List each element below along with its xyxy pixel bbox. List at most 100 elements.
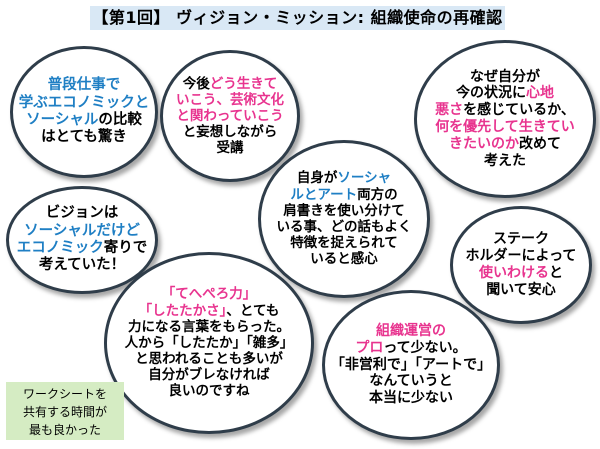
bubble-segment: 本当に少ない — [368, 390, 453, 407]
bubble-segment: 学ぶエコノミックと — [18, 94, 150, 111]
bubble-segment: 組織運営の — [375, 323, 446, 339]
bubble-segment: 肩書きを使い分けて — [283, 202, 405, 219]
bubble-segment: 「したたかさ」 — [138, 302, 227, 319]
comment-bubble-economic-social: 普段仕事で学ぶエコノミックとソーシャルの比較はとても驚き — [10, 46, 158, 178]
comment-bubble-dual-titles: 自身がソーシャルとアート両方の肩書きを使い分けている事、どの話もよく特徴を捉えら… — [258, 140, 430, 298]
bubble-segment: 考えていた！ — [38, 257, 126, 274]
bubble-segment: と思われることも多いが — [135, 351, 283, 368]
bubble-segment: 「てへぺろ力」 — [161, 286, 257, 303]
bubble-line: 悪さを感じているか、 — [435, 102, 575, 119]
bubble-line: はとても驚き — [19, 129, 150, 146]
bubble-line: 今の状況に心地 — [435, 85, 575, 102]
bubble-segment: いると感心 — [310, 251, 378, 268]
bubble-segment: 「非営利で」「アートで」 — [330, 356, 492, 373]
bubble-segment: ホルダーによって — [465, 248, 577, 265]
bubble-text: なぜ自分が今の状況に心地悪さを感じているか、何を優先して生きていきたいのか改めて… — [435, 69, 575, 170]
bubble-segment: 自身が — [296, 170, 338, 187]
bubble-line: 考えた — [435, 153, 575, 170]
bubble-line: いると感心 — [277, 251, 412, 267]
bubble-text: 「てへぺろ力」「したたかさ」、とても力になる言葉をもらった。人から「したたか」「… — [125, 286, 294, 399]
bubble-segment: を感じているか、 — [463, 102, 575, 119]
bubble-segment: 両方の — [357, 186, 398, 203]
bubble-segment: いこう、芸術文化 — [176, 91, 284, 108]
bubble-line: ホルダーによって — [466, 248, 577, 265]
bubble-segment: 力になる言葉をもらった。 — [128, 318, 290, 335]
bubble-line: と関わっていこう — [176, 108, 284, 124]
bubble-line: 人から「したたか」「雑多」 — [125, 335, 294, 351]
bubble-line: 「てへぺろ力」 — [125, 286, 294, 302]
bubble-segment: と関わっていこう — [176, 107, 284, 124]
bubble-line: いこう、芸術文化 — [176, 92, 284, 108]
comment-bubble-how-to-live: 今後どう生きていこう、芸術文化と関わっていこうと妄想しながら受講 — [160, 50, 300, 182]
bubble-line: いる事、どの話もよく — [277, 219, 412, 235]
bubble-segment: と — [548, 265, 563, 281]
bubble-line: 今後どう生きて — [176, 76, 284, 92]
worksheet-note: ワークシートを 共有する時間が 最も良かった — [6, 382, 124, 440]
bubble-line: ソーシャルだけど — [17, 223, 148, 240]
bubble-line: 使いわけると — [466, 265, 577, 282]
bubble-segment: ソーシャ — [337, 170, 392, 187]
bubble-line: 力になる言葉をもらった。 — [125, 319, 294, 335]
bubble-text: 普段仕事で学ぶエコノミックとソーシャルの比較はとても驚き — [19, 77, 150, 147]
bubble-segment: 特徴を捉えられて — [290, 235, 398, 252]
bubble-line: ルとアート両方の — [277, 187, 412, 203]
page-title: 【第1回】 ヴィジョン・ミッション: 組織使命の再確認 — [90, 6, 505, 30]
bubble-segment: 今後 — [182, 75, 210, 92]
bubble-line: 肩書きを使い分けて — [277, 203, 412, 219]
bubble-line: と妄想しながら — [176, 124, 284, 140]
bubble-segment: 自分がブレなければ — [148, 367, 270, 384]
bubble-text: ステークホルダーによって使いわけると聞いて安心 — [466, 231, 577, 298]
bubble-segment: 受講 — [216, 140, 244, 157]
bubble-segment: 悪さ — [435, 102, 464, 119]
bubble-segment: ステーク — [492, 231, 549, 248]
bubble-segment: 考えた — [483, 152, 526, 169]
comment-bubble-tehepero: 「てへぺろ力」「したたかさ」、とても力になる言葉をもらった。人から「したたか」「… — [104, 252, 314, 434]
note-line: ワークシートを — [22, 387, 107, 401]
bubble-line: 受講 — [176, 140, 284, 156]
bubble-segment: 心地 — [525, 85, 554, 102]
bubble-line: 良いのですね — [125, 383, 294, 399]
bubble-line: 聞いて安心 — [466, 282, 577, 299]
bubble-segment: プロ — [355, 339, 384, 356]
bubble-line: ステーク — [466, 231, 577, 248]
bubble-line: と思われることも多いが — [125, 351, 294, 367]
bubble-segment: ビジョンは — [45, 205, 119, 222]
bubble-segment: なぜ自分が — [469, 68, 540, 85]
bubble-line: 「したたかさ」、とても — [125, 303, 294, 319]
bubble-segment: 聞いて安心 — [486, 281, 556, 298]
bubble-line: ソーシャルの比較 — [19, 112, 150, 129]
comment-bubble-org-management: 組織運営のプロって少ない。「非営利で」「アートで」なんていうと本当に少ない — [322, 290, 500, 440]
bubble-segment: なんていうと — [369, 373, 453, 390]
bubble-line: なんていうと — [331, 373, 491, 390]
bubble-segment: 使いわける — [478, 265, 549, 281]
bubble-line: 組織運営の — [331, 323, 491, 340]
note-line: 最も良かった — [28, 423, 101, 437]
bubble-segment: 何を優先して生きてい — [435, 119, 575, 135]
bubble-segment: 今の状況に — [455, 85, 526, 102]
bubble-segment: の比較 — [98, 112, 142, 128]
bubble-text: 今後どう生きていこう、芸術文化と関わっていこうと妄想しながら受講 — [176, 76, 284, 157]
bubble-text: ビジョンはソーシャルだけどエコノミック寄りで考えていた！ — [17, 205, 148, 275]
comment-bubble-discomfort: なぜ自分が今の状況に心地悪さを感じているか、何を優先して生きていきたいのか改めて… — [414, 40, 596, 198]
note-line: 共有する時間が — [22, 405, 107, 419]
comment-bubble-stakeholders: ステークホルダーによって使いわけると聞いて安心 — [450, 206, 592, 324]
bubble-text: 組織運営のプロって少ない。「非営利で」「アートで」なんていうと本当に少ない — [331, 323, 491, 407]
bubble-line: 自分がブレなければ — [125, 367, 294, 383]
bubble-segment: 寄りで — [103, 240, 148, 256]
bubble-segment: ソーシャル — [26, 112, 99, 128]
bubble-line: なぜ自分が — [435, 69, 575, 86]
bubble-segment: ソーシャルだけど — [24, 222, 140, 239]
bubble-line: 普段仕事で — [19, 77, 150, 94]
bubble-segment: 普段仕事で — [47, 77, 121, 94]
bubble-line: 考えていた！ — [17, 257, 148, 274]
bubble-line: 何を優先して生きてい — [435, 119, 575, 136]
bubble-segment: ルとアート — [290, 186, 358, 203]
bubble-text: 自身がソーシャルとアート両方の肩書きを使い分けている事、どの話もよく特徴を捉えら… — [277, 170, 412, 267]
bubble-line: 特徴を捉えられて — [277, 235, 412, 251]
bubble-segment: どう生きて — [209, 75, 278, 92]
comment-bubble-vision: ビジョンはソーシャルだけどエコノミック寄りで考えていた！ — [6, 186, 158, 294]
bubble-line: プロって少ない。 — [331, 340, 491, 357]
bubble-segment: と妄想しながら — [182, 124, 278, 141]
bubble-segment: きたいのか — [448, 135, 519, 152]
bubble-line: エコノミック寄りで — [17, 240, 148, 257]
